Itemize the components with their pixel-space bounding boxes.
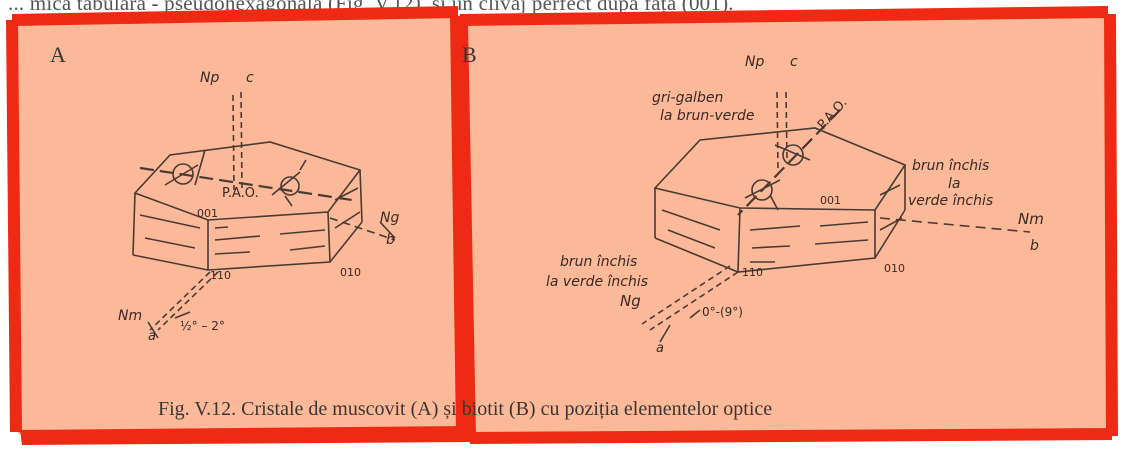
panel-b-color-nm-line3: verde închis [908,193,993,209]
panel-b-nm-label: Nm [1018,210,1044,228]
panel-a-pao-label: P.A.O. [222,186,259,201]
preceding-text-line: ... mica tabulară - pseudohexagonală (Fi… [0,0,1123,13]
panel-b-face-001: 001 [820,194,841,207]
panel-b-diagram [641,91,1031,343]
panel-a-b-label: b [386,232,395,248]
panel-b-color-np-line2: la brun-verde [660,108,755,124]
panel-a-face-010: 010 [340,266,361,279]
panel-b-color-nm-line2: la [948,176,960,192]
panel-b-face-110: 110 [742,266,763,279]
panel-b-color-ng-line1: brun închis [560,254,637,270]
panel-a-c-label: c [246,70,254,86]
panel-a-highlight [14,14,462,438]
panel-b-np-label: Np [745,54,764,70]
panel-b-red-frame [456,6,1118,444]
panel-b-b-label: b [1030,238,1039,254]
panel-a-a-label: a [148,329,156,344]
panel-b-face-010: 010 [884,262,905,275]
panel-a-red-bottom [20,426,472,445]
panel-b-ng-label: Ng [620,292,641,310]
figure-caption: Fig. V.12. Cristale de muscovit (A) și b… [158,398,772,420]
preceding-text: ... mica tabulară - pseudohexagonală (Fi… [8,0,734,13]
panel-a-nm-label: Nm [118,308,142,324]
panel-b-a-label: a [656,341,664,356]
panel-b-color-ng-line2: la verde închis [546,274,648,290]
panel-b-color-nm-line1: brun închis [912,158,989,174]
panel-a-face-110: 110 [210,269,231,282]
panel-a-angle-label: ½° – 2° [180,319,225,333]
panel-a-letter: A [50,42,66,67]
panel-a-np-label: Np [200,70,219,86]
panel-b-c-label: c [790,54,798,70]
panel-a-ng-label: Ng [380,210,399,226]
panel-a-diagram [132,91,396,339]
panel-a-face-001: 001 [197,207,218,220]
panel-b-letter: B [462,42,477,67]
panel-b-angle-label: 0°-(9°) [702,305,743,319]
panel-a-red-frame [6,6,468,437]
panel-b-color-np-line1: gri-galben [652,90,723,106]
